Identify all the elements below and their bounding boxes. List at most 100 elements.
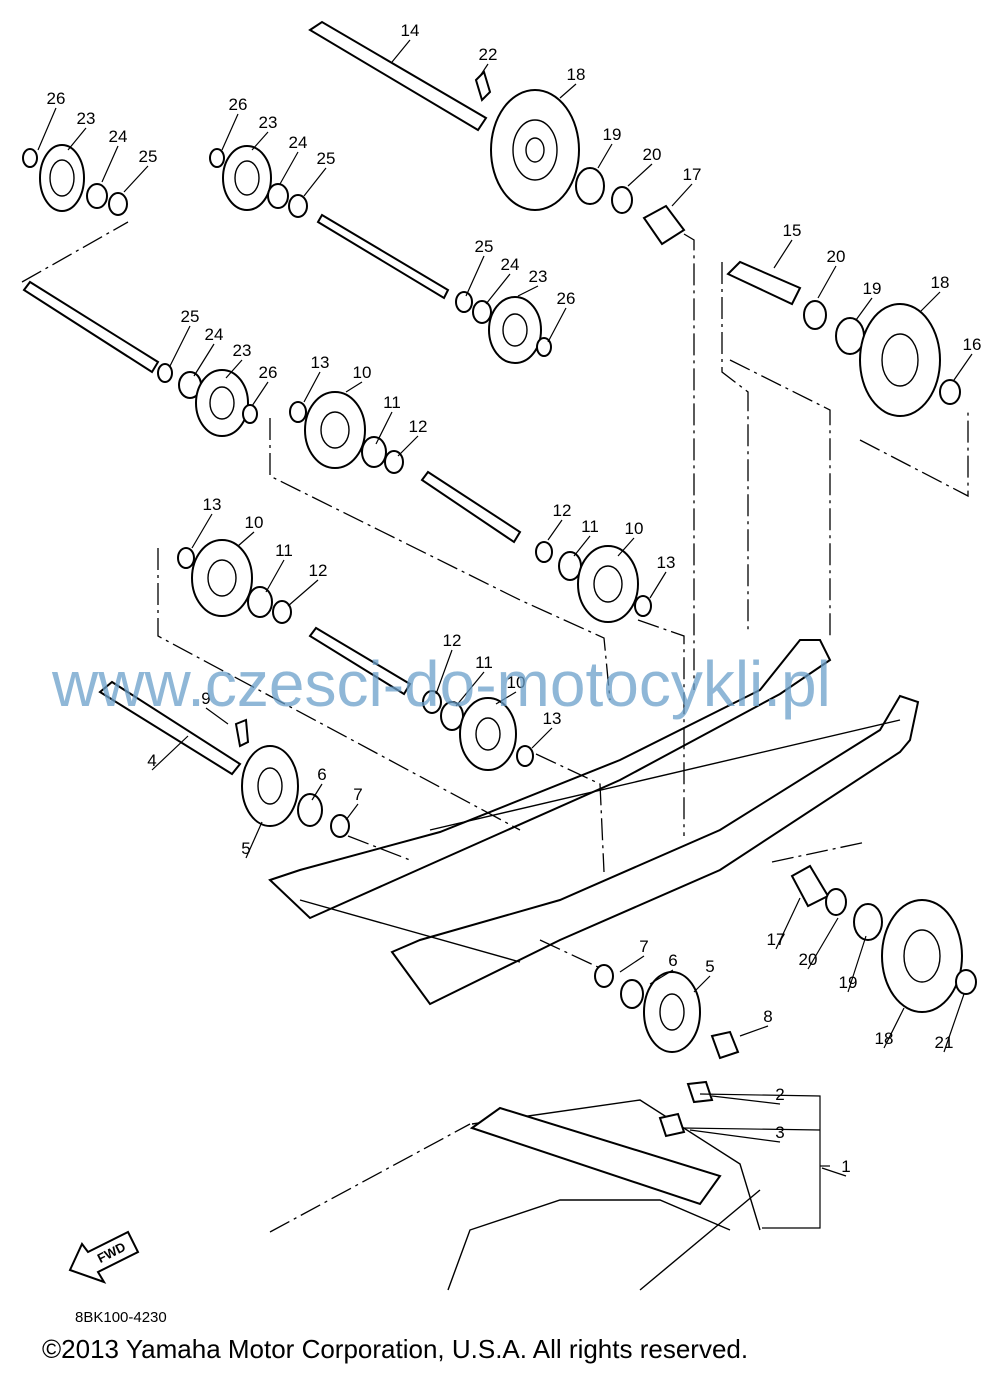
callout-number: 14 bbox=[401, 21, 420, 40]
callout-number: 23 bbox=[259, 113, 278, 132]
leader-line bbox=[485, 273, 511, 305]
leader-line bbox=[101, 145, 119, 183]
callout-number: 17 bbox=[767, 930, 786, 949]
leader-line bbox=[627, 163, 653, 187]
callout-number: 11 bbox=[475, 653, 493, 672]
callout-number: 19 bbox=[839, 973, 858, 992]
dash-line bbox=[859, 412, 969, 498]
axle-shaft-lower-middle bbox=[308, 626, 412, 696]
leader-line bbox=[495, 691, 517, 705]
callout-number: 16 bbox=[963, 335, 982, 354]
leader-line bbox=[123, 165, 149, 193]
dash-line bbox=[21, 221, 129, 283]
guide-wheel-10-left-group bbox=[177, 539, 292, 624]
bracket-line-1 bbox=[699, 1093, 821, 1229]
leader-line bbox=[517, 285, 539, 297]
cotter-pin-22 bbox=[474, 70, 492, 102]
callout-number: 25 bbox=[317, 149, 336, 168]
callout-number: 6 bbox=[317, 765, 326, 784]
callout-number: 25 bbox=[139, 147, 158, 166]
guide-wheel-10-lower-group bbox=[422, 690, 534, 771]
dash-line bbox=[637, 619, 685, 836]
callout-number: 7 bbox=[639, 937, 648, 956]
callout-number: 20 bbox=[827, 247, 846, 266]
leader-line bbox=[953, 353, 973, 381]
leader-line bbox=[597, 143, 613, 169]
leader-line bbox=[617, 537, 635, 557]
leader-line bbox=[711, 1095, 781, 1105]
callout-number: 13 bbox=[543, 709, 562, 728]
callout-number: 17 bbox=[683, 165, 702, 184]
leader-line bbox=[455, 671, 485, 707]
callout-number: 26 bbox=[557, 289, 576, 308]
callout-number: 25 bbox=[475, 237, 494, 256]
leader-line bbox=[303, 371, 321, 403]
callout-number: 5 bbox=[705, 957, 714, 976]
leader-line bbox=[245, 821, 263, 859]
callout-number: 18 bbox=[931, 273, 950, 292]
leader-line bbox=[619, 955, 645, 973]
callout-number: 8 bbox=[763, 1007, 772, 1026]
leader-line bbox=[279, 151, 299, 185]
leader-line bbox=[547, 519, 563, 541]
leader-line bbox=[237, 531, 255, 547]
leader-line bbox=[193, 343, 215, 377]
leader-line bbox=[773, 239, 793, 269]
callout-numbers: 1422181920172623242526232425252423261520… bbox=[37, 21, 982, 1177]
leader-line bbox=[345, 803, 359, 821]
track-assembly bbox=[447, 1080, 761, 1291]
leader-line bbox=[251, 131, 269, 151]
axle-shaft-left bbox=[22, 280, 160, 374]
leader-line bbox=[67, 127, 87, 151]
leader-line bbox=[169, 325, 191, 367]
leader-line bbox=[817, 265, 837, 299]
callout-number: 9 bbox=[201, 689, 210, 708]
dash-line bbox=[157, 548, 521, 831]
callout-number: 10 bbox=[245, 513, 264, 532]
callout-number: 12 bbox=[409, 417, 428, 436]
idler-wheel-top-center-group bbox=[209, 145, 308, 218]
watermark-text: www.czesci-do-motocykli.pl bbox=[51, 648, 831, 720]
callout-number: 24 bbox=[205, 325, 224, 344]
callout-number: 24 bbox=[501, 255, 520, 274]
leader-line bbox=[397, 435, 419, 457]
leader-line bbox=[847, 935, 867, 993]
callout-number: 20 bbox=[799, 950, 818, 969]
leader-line bbox=[375, 411, 393, 445]
callout-number: 26 bbox=[47, 89, 66, 108]
rear-axle-shaft-14 bbox=[308, 20, 488, 132]
callout-number: 13 bbox=[311, 353, 330, 372]
front-wheel-5-lower-group bbox=[594, 964, 740, 1060]
leader-line bbox=[391, 39, 411, 63]
guide-wheel-10-upper-group bbox=[289, 391, 404, 474]
callout-number: 1 bbox=[841, 1157, 850, 1176]
leader-line bbox=[225, 359, 243, 379]
leader-line bbox=[883, 1007, 905, 1049]
leader-line bbox=[251, 381, 269, 407]
callout-number: 23 bbox=[529, 267, 548, 286]
callout-number: 24 bbox=[289, 133, 308, 152]
callout-number: 4 bbox=[147, 751, 156, 770]
front-axle-4 bbox=[98, 680, 242, 776]
callout-number: 7 bbox=[353, 785, 362, 804]
dash-line bbox=[729, 359, 831, 640]
callout-number: 15 bbox=[783, 221, 802, 240]
callout-number: 18 bbox=[875, 1029, 894, 1048]
callout-number: 19 bbox=[603, 125, 622, 144]
leader-line bbox=[345, 381, 363, 393]
leader-line bbox=[573, 535, 591, 557]
leader-line bbox=[559, 83, 577, 99]
callout-number: 2 bbox=[775, 1085, 784, 1104]
callout-number: 11 bbox=[383, 393, 401, 412]
leader-line bbox=[191, 513, 213, 549]
callout-number: 13 bbox=[657, 553, 676, 572]
leader-line bbox=[693, 975, 711, 993]
callout-number: 12 bbox=[553, 501, 572, 520]
guide-wheel-10-middle-group bbox=[535, 541, 652, 623]
leader-line bbox=[465, 255, 485, 297]
callout-number: 22 bbox=[479, 45, 498, 64]
bracket-line-3 bbox=[681, 1127, 821, 1131]
callout-number: 11 bbox=[275, 541, 293, 560]
idler-wheel-top-left-group bbox=[22, 144, 128, 216]
